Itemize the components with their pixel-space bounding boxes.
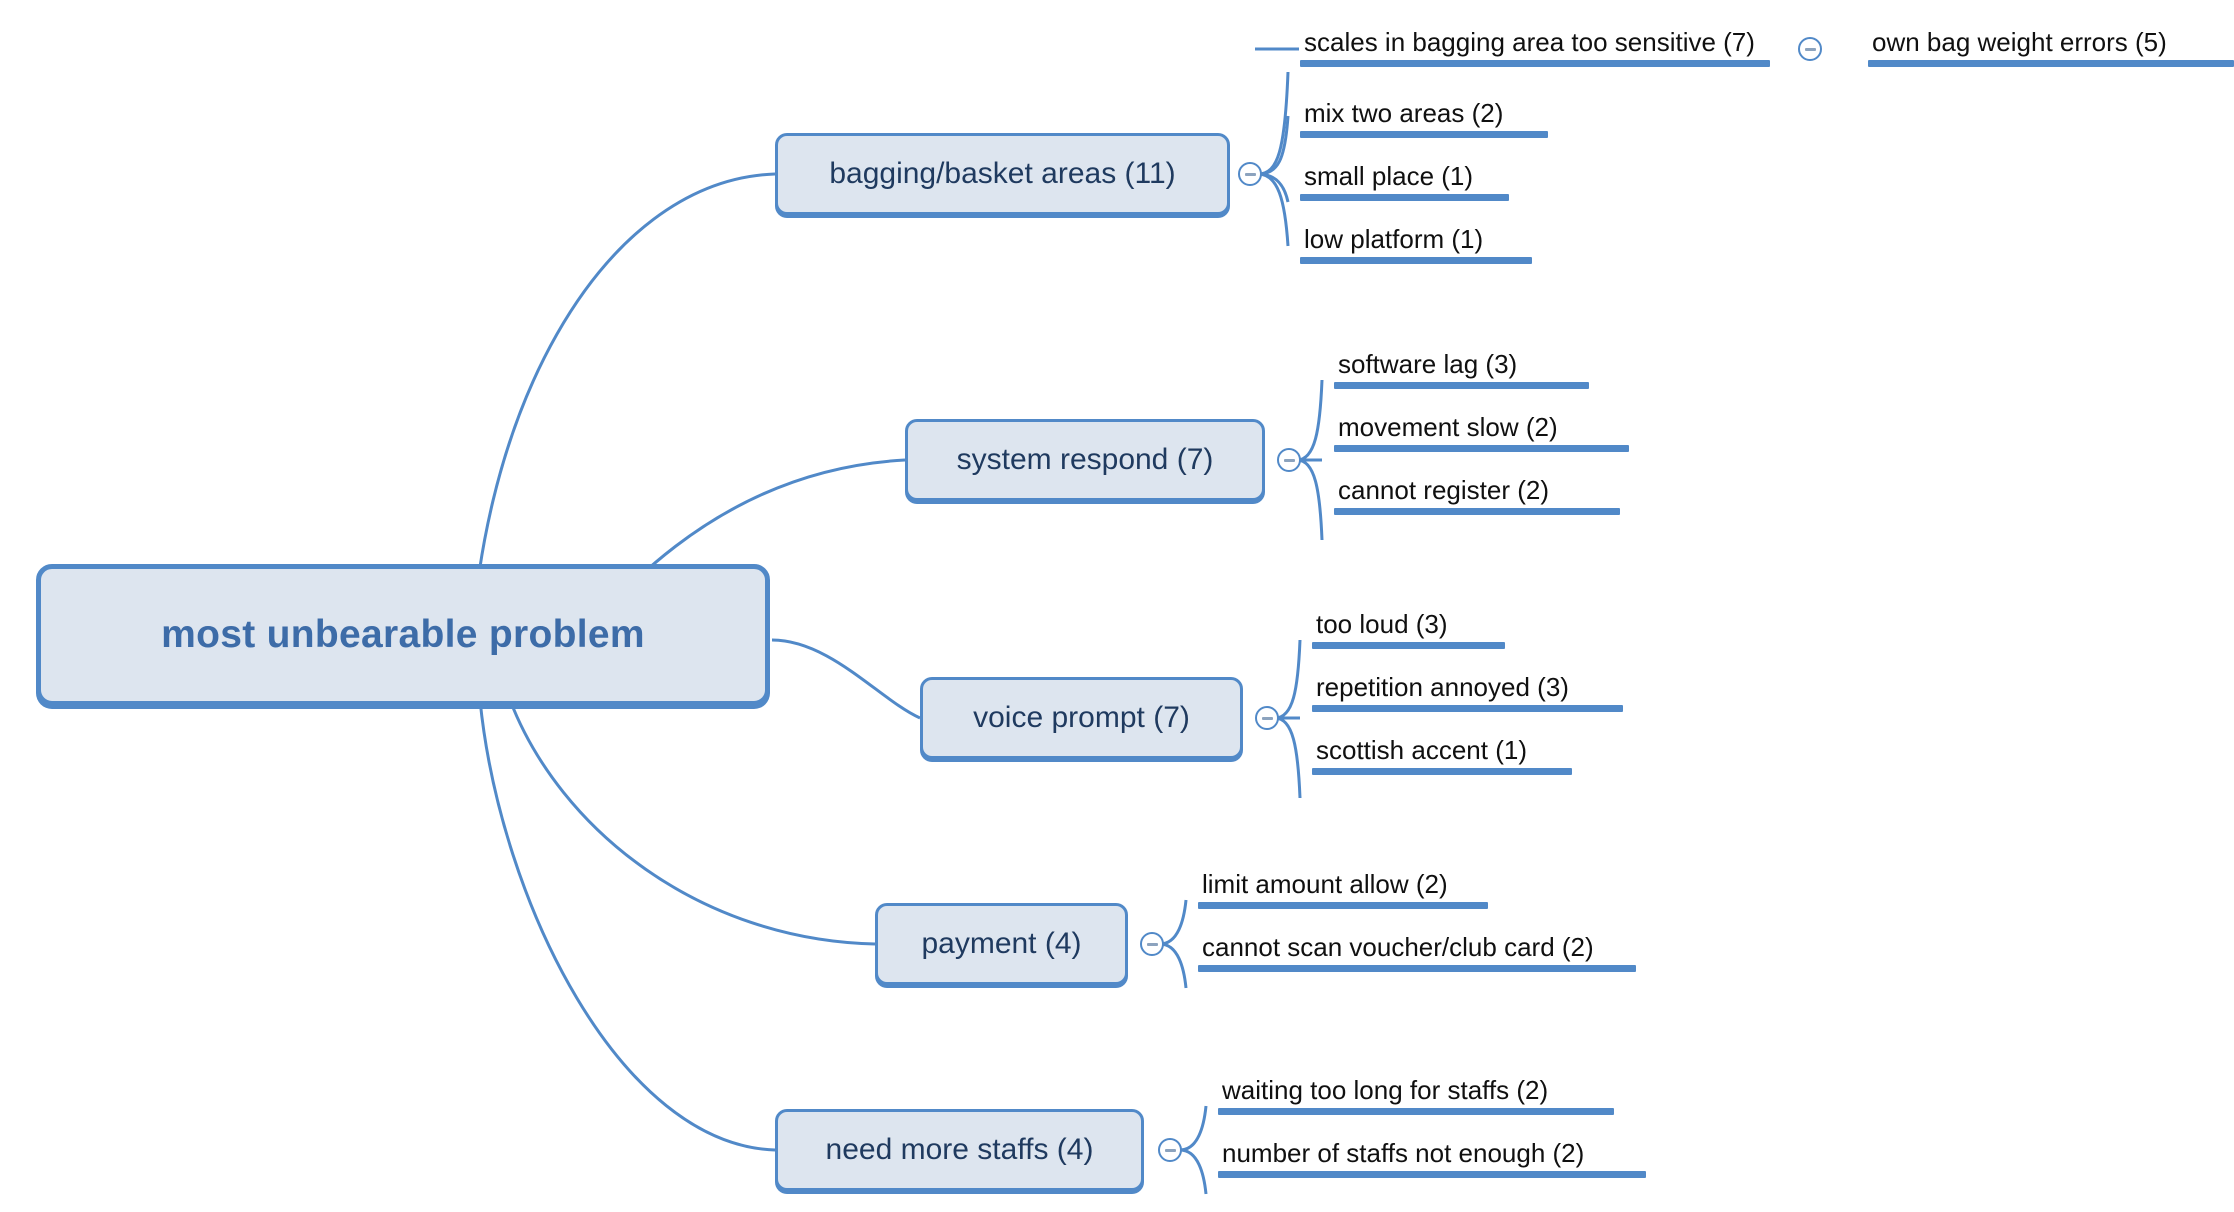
leaf-node-label: scottish accent (1) bbox=[1316, 735, 1527, 765]
leaf-node-label: movement slow (2) bbox=[1338, 412, 1558, 442]
leaf-node-label: software lag (3) bbox=[1338, 349, 1518, 379]
collapse-toggle-payment[interactable] bbox=[1140, 932, 1164, 956]
branch-node-label: voice prompt (7) bbox=[973, 701, 1190, 734]
minus-circle-icon bbox=[1164, 1148, 1176, 1152]
leaf-node-label: repetition annoyed (3) bbox=[1316, 672, 1569, 702]
connector-bagging-fan-4 bbox=[1257, 172, 1290, 247]
collapse-toggle-bagging[interactable] bbox=[1238, 162, 1262, 186]
leaf-node-limit-amount-allow[interactable]: limit amount allow (2) bbox=[1198, 868, 1488, 909]
leaf-node-low-platform[interactable]: low platform (1) bbox=[1300, 223, 1532, 264]
branch-node-label: system respond (7) bbox=[956, 443, 1214, 476]
collapse-toggle-need-more-staffs[interactable] bbox=[1158, 1138, 1182, 1162]
leaf-node-label: waiting too long for staffs (2) bbox=[1222, 1075, 1549, 1105]
root-node[interactable]: most unbearable problem bbox=[36, 564, 770, 706]
leaf-underline-bar bbox=[1312, 705, 1623, 712]
collapse-toggle-system-respond[interactable] bbox=[1277, 448, 1301, 472]
leaf-underline-bar bbox=[1300, 257, 1532, 264]
leaf-underline-bar bbox=[1198, 902, 1488, 909]
leaf-node-label: number of staffs not enough (2) bbox=[1222, 1138, 1585, 1168]
leaf-node-label: small place (1) bbox=[1304, 161, 1474, 191]
leaf-underline-bar bbox=[1198, 965, 1636, 972]
leaf-node-scales-too-sensitive[interactable]: scales in bagging area too sensitive (7) bbox=[1300, 26, 1770, 67]
leaf-node-own-bag-weight-errors[interactable]: own bag weight errors (5) bbox=[1868, 26, 2234, 67]
leaf-node-number-of-staffs[interactable]: number of staffs not enough (2) bbox=[1218, 1137, 1646, 1178]
leaf-underline-bar bbox=[1334, 445, 1629, 452]
branch-node-label: payment (4) bbox=[921, 927, 1082, 960]
leaf-underline-bar bbox=[1218, 1108, 1614, 1115]
connector-root-to-staffs bbox=[478, 699, 776, 1152]
branch-node-voice-prompt[interactable]: voice prompt (7) bbox=[920, 677, 1243, 759]
leaf-node-cannot-scan-voucher[interactable]: cannot scan voucher/club card (2) bbox=[1198, 931, 1636, 972]
leaf-underline-bar bbox=[1868, 60, 2234, 67]
leaf-underline-bar bbox=[1300, 60, 1770, 67]
connector-payment-fan-1 bbox=[1159, 899, 1188, 946]
leaf-node-label: scales in bagging area too sensitive (7) bbox=[1304, 27, 1755, 57]
branch-node-need-more-staffs[interactable]: need more staffs (4) bbox=[775, 1109, 1144, 1191]
connector-root-to-payment bbox=[508, 699, 876, 946]
leaf-underline-bar bbox=[1312, 768, 1572, 775]
leaf-node-label: cannot register (2) bbox=[1338, 475, 1549, 505]
leaf-underline-bar bbox=[1334, 508, 1620, 515]
branch-node-payment[interactable]: payment (4) bbox=[875, 903, 1128, 985]
leaf-node-label: low platform (1) bbox=[1304, 224, 1484, 254]
minus-circle-icon bbox=[1244, 172, 1256, 176]
leaf-node-small-place[interactable]: small place (1) bbox=[1300, 160, 1509, 201]
leaf-node-mix-two-areas[interactable]: mix two areas (2) bbox=[1300, 97, 1548, 138]
connector-bagging-fan-2 bbox=[1257, 115, 1290, 176]
connector-staffs-fan-2 bbox=[1179, 1148, 1208, 1195]
leaf-node-too-loud[interactable]: too loud (3) bbox=[1312, 608, 1505, 649]
minus-circle-icon bbox=[1261, 716, 1273, 720]
leaf-underline-bar bbox=[1300, 131, 1548, 138]
leaf-node-waiting-too-long[interactable]: waiting too long for staffs (2) bbox=[1218, 1074, 1614, 1115]
branch-node-label: need more staffs (4) bbox=[825, 1133, 1094, 1166]
root-node-label: most unbearable problem bbox=[161, 613, 645, 656]
branch-node-system-respond[interactable]: system respond (7) bbox=[905, 419, 1265, 501]
leaf-node-label: cannot scan voucher/club card (2) bbox=[1202, 932, 1594, 962]
connector-payment-fan-2 bbox=[1159, 942, 1188, 989]
collapse-toggle-voice-prompt[interactable] bbox=[1255, 706, 1279, 730]
connector-voice-fan-3 bbox=[1274, 716, 1302, 799]
branch-node-bagging-basket-areas[interactable]: bagging/basket areas (11) bbox=[775, 133, 1230, 215]
leaf-node-label: own bag weight errors (5) bbox=[1872, 27, 2167, 57]
minus-circle-icon bbox=[1804, 47, 1816, 51]
leaf-node-cannot-register[interactable]: cannot register (2) bbox=[1334, 474, 1620, 515]
branch-node-label: bagging/basket areas (11) bbox=[829, 157, 1176, 190]
leaf-underline-bar bbox=[1300, 194, 1509, 201]
connector-staffs-fan-1 bbox=[1179, 1105, 1208, 1152]
leaf-underline-bar bbox=[1334, 382, 1589, 389]
leaf-node-movement-slow[interactable]: movement slow (2) bbox=[1334, 411, 1629, 452]
leaf-node-label: mix two areas (2) bbox=[1304, 98, 1504, 128]
collapse-toggle-scales[interactable] bbox=[1798, 37, 1822, 61]
leaf-node-repetition-annoyed[interactable]: repetition annoyed (3) bbox=[1312, 671, 1623, 712]
connector-bagging-fan-1 bbox=[1257, 71, 1290, 176]
leaf-node-software-lag[interactable]: software lag (3) bbox=[1334, 348, 1589, 389]
leaf-node-label: too loud (3) bbox=[1316, 609, 1448, 639]
connector-system-fan-3 bbox=[1296, 458, 1324, 541]
leaf-underline-bar bbox=[1312, 642, 1505, 649]
leaf-underline-bar bbox=[1218, 1171, 1646, 1178]
minus-circle-icon bbox=[1146, 942, 1158, 946]
connector-root-to-voice bbox=[771, 638, 921, 720]
connector-system-fan-1 bbox=[1296, 379, 1324, 462]
connector-bagging-fan-3 bbox=[1257, 172, 1290, 203]
leaf-node-scottish-accent[interactable]: scottish accent (1) bbox=[1312, 734, 1572, 775]
leaf-node-label: limit amount allow (2) bbox=[1202, 869, 1448, 899]
minus-circle-icon bbox=[1283, 458, 1295, 462]
connector-voice-fan-1 bbox=[1274, 639, 1302, 720]
